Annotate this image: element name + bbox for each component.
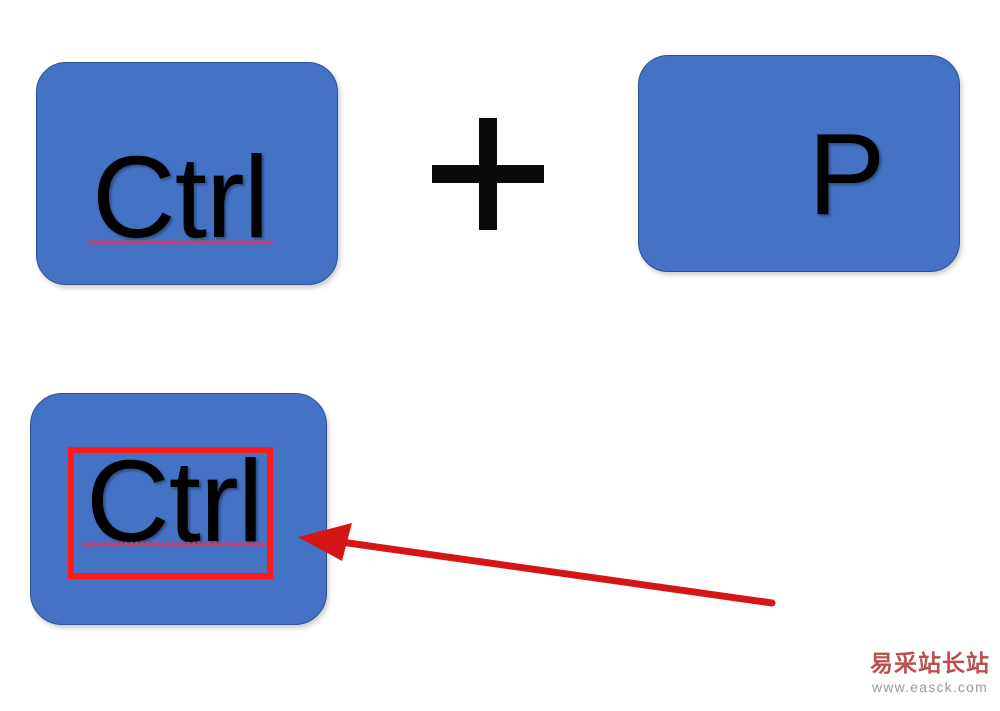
pointer-arrow-annotation [290,515,790,620]
keycap-label-ctrl-second: Ctrl [86,436,263,566]
spellcheck-squiggle-icon-first [88,239,273,246]
watermark-url: www.easck.com [872,679,988,696]
keycap-label-p: P [808,109,886,239]
highlight-rectangle-annotation [68,447,273,579]
plus-vertical-bar [479,118,497,230]
watermark-site-name: 易采站长站 [870,651,990,677]
watermark: 易采站长站 www.easck.com [862,651,998,697]
plus-sign-icon [432,118,544,230]
keycap-p[interactable] [638,55,960,272]
keycap-ctrl-first[interactable] [36,62,338,285]
keycap-label-ctrl-first: Ctrl [92,132,269,262]
keycap-ctrl-second[interactable] [30,393,327,625]
spellcheck-squiggle-icon-second [82,541,268,548]
